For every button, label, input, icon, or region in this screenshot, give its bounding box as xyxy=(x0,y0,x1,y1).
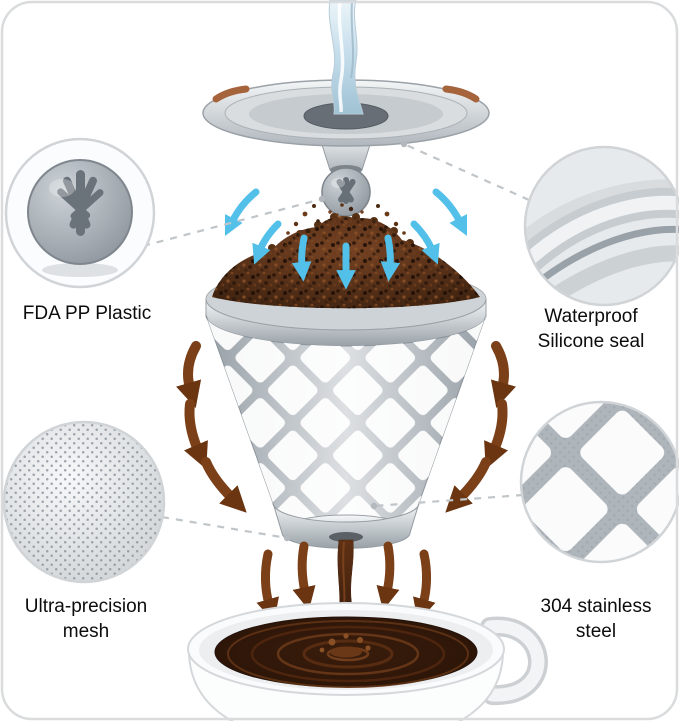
brown-arrow-icon xyxy=(184,399,208,470)
leader-dots xyxy=(283,140,408,542)
label-line: Silicone seal xyxy=(537,331,645,353)
callout-ultra-precision-mesh xyxy=(2,420,166,584)
brown-arrow-icon xyxy=(256,549,279,623)
blue-arrow-icon xyxy=(380,234,401,282)
water-pour-stream xyxy=(328,0,364,115)
silicone-nozzle-ball xyxy=(321,167,371,217)
brew-flow-arrows-sides xyxy=(176,341,516,513)
label-ultra-precision-mesh: Ultra-precision mesh xyxy=(0,594,172,645)
coffee-grounds-spray xyxy=(284,203,408,248)
brown-arrow-icon xyxy=(490,341,516,409)
blue-arrow-icon xyxy=(224,188,260,237)
leader-line-top-left xyxy=(142,197,323,248)
blue-arrow-icon xyxy=(432,188,468,237)
filter-mesh-body xyxy=(205,314,487,523)
label-line: Waterproof xyxy=(544,306,638,327)
label-line: Ultra-precision xyxy=(24,596,148,617)
brown-arrow-icon xyxy=(176,341,202,409)
brown-arrow-icon xyxy=(292,541,316,611)
label-line: steel xyxy=(575,621,617,643)
filter-base xyxy=(272,502,420,549)
water-flow-arrows xyxy=(224,188,468,290)
coffee-cup xyxy=(187,602,548,721)
lid-brown-accent-left xyxy=(212,85,250,103)
brown-arrow-icon xyxy=(413,549,436,623)
coffee-splash xyxy=(319,633,371,658)
label-line: FDA PP Plastic xyxy=(22,303,152,324)
label-line: mesh xyxy=(62,621,110,643)
label-waterproof-silicone-seal: Waterproof Silicone seal xyxy=(503,304,679,355)
callout-silicone-seal xyxy=(523,145,679,307)
brown-arrow-icon xyxy=(201,457,247,513)
callout-stainless-steel xyxy=(519,400,679,564)
blue-arrow-icon xyxy=(291,234,312,282)
brown-arrow-icon xyxy=(445,457,491,513)
brown-arrow-icon xyxy=(376,541,400,611)
blue-arrow-icon xyxy=(410,220,440,265)
label-fda-pp-plastic: FDA PP Plastic xyxy=(6,301,168,326)
blue-arrow-icon xyxy=(252,220,282,265)
callout-fda-pp-plastic xyxy=(4,137,156,289)
label-304-stainless-steel: 304 stainless steel xyxy=(512,594,679,645)
lid-brown-accent-right xyxy=(442,85,480,103)
leader-line-bottom-right xyxy=(373,493,524,508)
brown-arrow-icon xyxy=(484,399,508,470)
leader-line-top-right xyxy=(403,142,530,202)
brew-lid xyxy=(202,79,490,147)
pour-arrows xyxy=(256,541,436,623)
callout-leader-lines xyxy=(142,142,530,540)
label-line: 304 stainless xyxy=(540,596,652,617)
